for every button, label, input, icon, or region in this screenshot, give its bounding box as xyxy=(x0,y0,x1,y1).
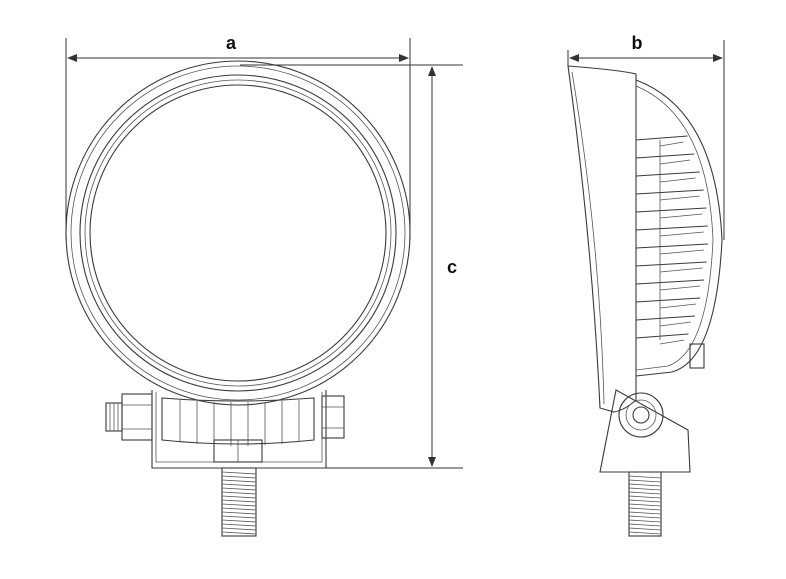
front-threaded-stud xyxy=(221,467,257,537)
dimension-c: c xyxy=(240,64,463,469)
front-housing-ring-2 xyxy=(70,65,406,401)
front-left-bolt xyxy=(105,393,153,441)
front-bezel-ring xyxy=(79,74,397,392)
front-view xyxy=(65,60,411,537)
dimension-b: b xyxy=(567,33,725,240)
dimension-b-label: b xyxy=(632,33,643,53)
dimension-a: a xyxy=(65,33,411,240)
side-mount-pivot xyxy=(599,389,691,473)
side-threaded-stud xyxy=(628,471,662,537)
front-bracket xyxy=(151,390,327,469)
front-housing-outer-ring xyxy=(65,60,411,406)
side-rear-housing xyxy=(635,79,723,377)
front-lens xyxy=(89,84,387,382)
side-view xyxy=(567,65,723,537)
dimension-c-label: c xyxy=(447,257,457,277)
dimension-a-label: a xyxy=(226,33,237,53)
front-right-nut xyxy=(321,395,345,439)
front-lens-ring xyxy=(84,79,392,387)
side-bezel xyxy=(567,65,637,413)
side-cooling-fins xyxy=(635,135,708,345)
